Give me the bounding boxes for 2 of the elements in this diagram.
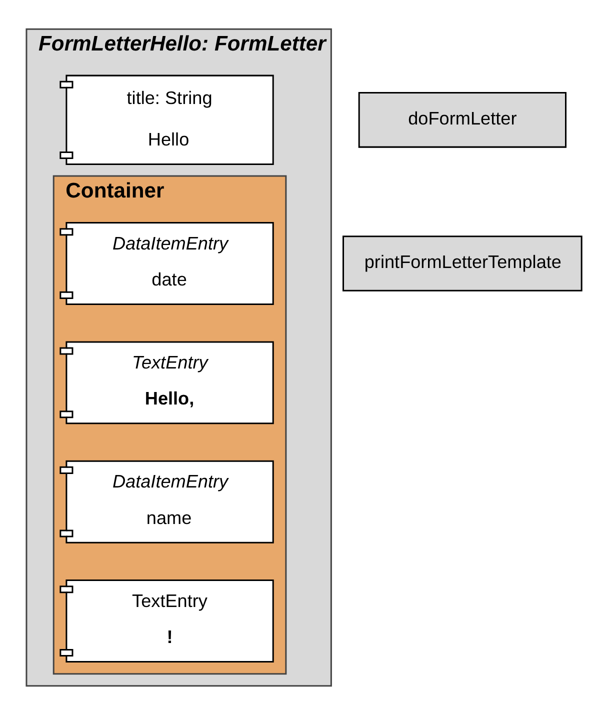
node-box: doFormLetter xyxy=(358,92,566,148)
node-box: printFormLetterTemplate xyxy=(342,236,582,292)
